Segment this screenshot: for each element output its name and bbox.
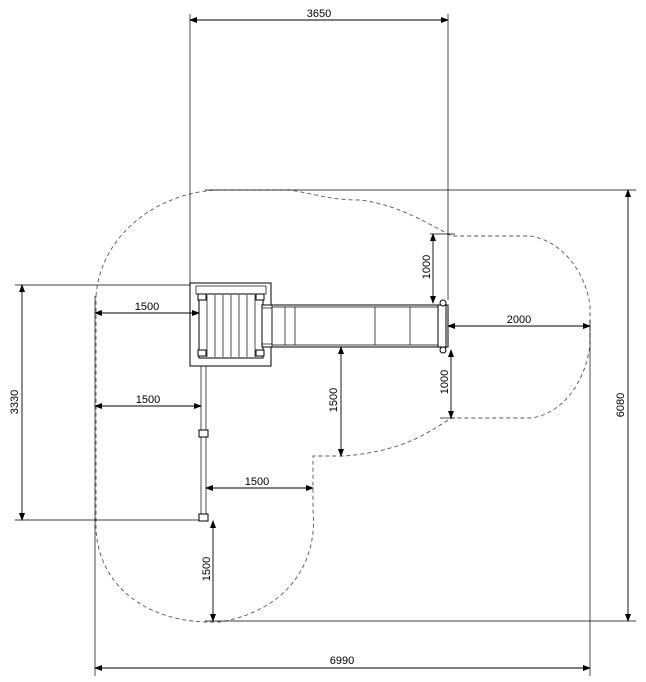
dim-label-left-platform: 1500: [135, 301, 159, 313]
dimension-lines: [19, 17, 631, 671]
dim-label-slide-bottom: 1000: [439, 370, 451, 394]
dim-label-bottom: 1500: [201, 557, 213, 581]
safety-zone-outline: [95, 189, 591, 623]
extension-lines: [15, 14, 636, 676]
dim-label-total-height: 6080: [615, 393, 627, 417]
play-tower: [189, 282, 272, 367]
ladder-pole: [198, 366, 209, 522]
dim-label-overall-width: 3650: [307, 8, 331, 20]
dim-label-structure-height: 3330: [9, 390, 21, 414]
dim-label-total-width: 6990: [330, 655, 354, 667]
dim-label-slide-down: 1500: [328, 388, 340, 412]
dim-label-ladder-right: 1500: [245, 476, 269, 488]
dim-label-left-lower: 1500: [136, 394, 160, 406]
slide: [261, 299, 449, 354]
dim-label-slide-end: 2000: [507, 314, 531, 326]
dim-label-slide-top: 1000: [421, 255, 433, 279]
